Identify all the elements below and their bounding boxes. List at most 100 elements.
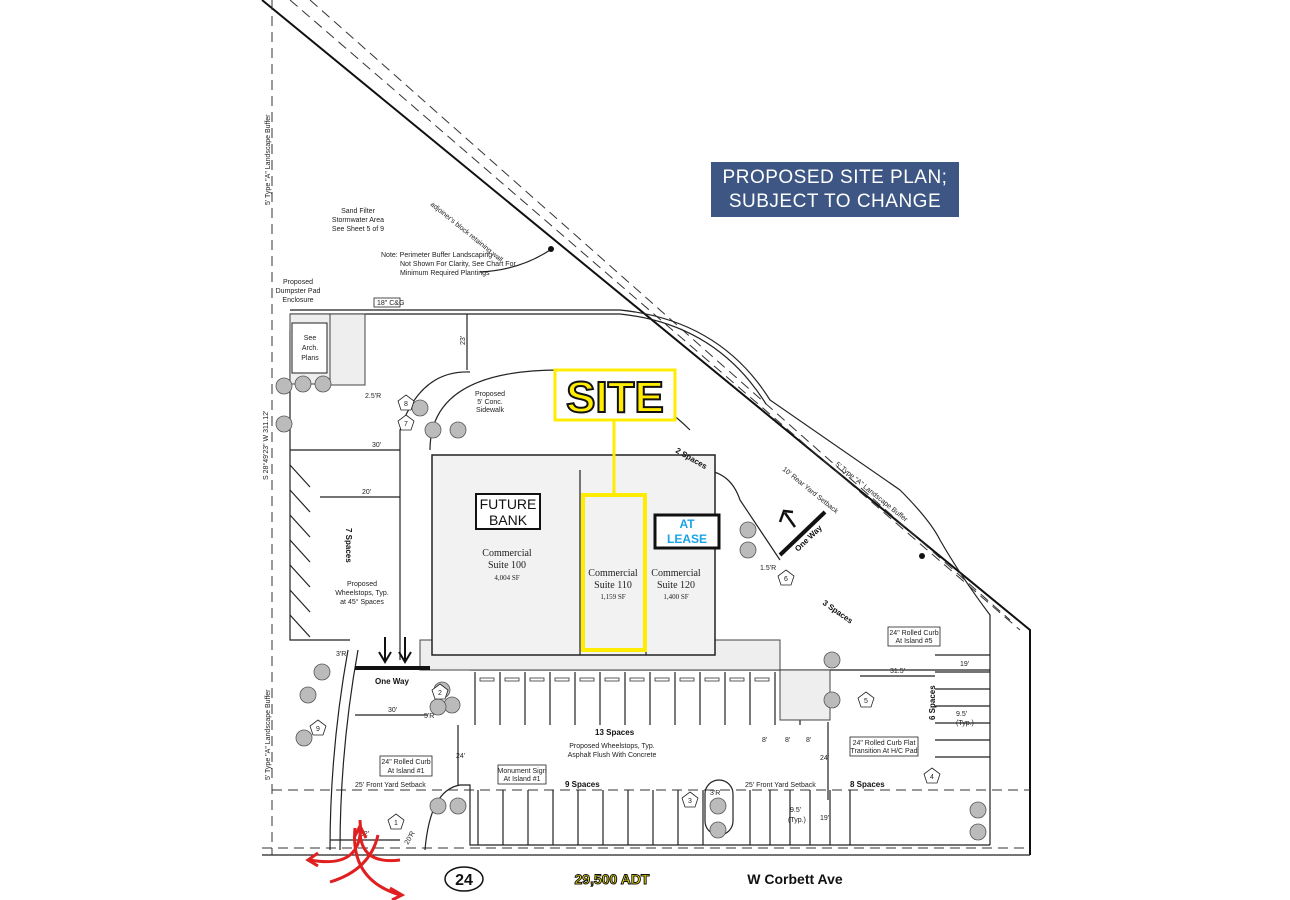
tree-icon [314, 375, 332, 393]
wheelstop [704, 677, 720, 682]
tree-icon [275, 415, 293, 433]
wheelstop [529, 677, 545, 682]
svg-text:30': 30' [388, 707, 397, 714]
spaces-8: 8 Spaces [850, 780, 885, 789]
tree-icon [449, 421, 467, 439]
tree-icon [739, 521, 757, 539]
svg-text:9.5': 9.5' [956, 711, 967, 718]
spaces-7: 7 Spaces [344, 528, 353, 563]
wheelstop [754, 677, 770, 682]
svg-text:31.5': 31.5' [890, 668, 905, 675]
traffic-count: 29,500 ADT [575, 871, 650, 887]
future-bank-box [475, 493, 541, 530]
tree-icon [709, 821, 727, 839]
tree-icon [275, 377, 293, 395]
svg-text:8': 8' [762, 737, 767, 744]
spaces-13: 13 Spaces [595, 728, 635, 737]
svg-text:20'R: 20'R [404, 830, 417, 846]
island-number: 1 [394, 820, 398, 827]
spaces-3: 3 Spaces [821, 598, 855, 626]
svg-text:24': 24' [820, 755, 829, 762]
tree-icon [969, 823, 987, 841]
svg-text:20': 20' [362, 489, 371, 496]
building [431, 454, 716, 656]
wheelstop [654, 677, 670, 682]
island-number: 6 [784, 576, 788, 583]
stall-line [289, 589, 311, 613]
tree-icon [823, 691, 841, 709]
tree-icon [429, 797, 447, 815]
island-marker-icon [923, 767, 941, 784]
svg-text:30': 30' [372, 442, 381, 449]
island-marker-icon [309, 719, 327, 736]
island-marker-icon [397, 394, 415, 411]
stall-line [289, 539, 311, 563]
island-number: 7 [404, 421, 408, 428]
buffer-left-top-label: 5' Type "A" Landscape Buffer [265, 114, 272, 205]
stall-line [289, 564, 311, 588]
tree-icon [295, 729, 313, 747]
svg-text:(Typ.): (Typ.) [956, 720, 974, 727]
island-marker-icon [681, 791, 699, 808]
bearing-label: S 28°49'23" W 311.12' [262, 411, 270, 480]
svg-text:(Typ.): (Typ.) [788, 817, 806, 824]
svg-text:24': 24' [456, 753, 465, 760]
wheelstop [604, 677, 620, 682]
island-marker-icon [777, 569, 795, 586]
svg-text:23': 23' [460, 336, 467, 345]
proposed-site-plan-banner: PROPOSED SITE PLAN; SUBJECT TO CHANGE [711, 162, 959, 217]
trees [275, 375, 987, 841]
banner-line-1: PROPOSED SITE PLAN; [722, 167, 948, 188]
cg-label: 18" C&G [377, 300, 404, 307]
island-number: 4 [930, 774, 934, 781]
svg-text:19': 19' [960, 661, 969, 668]
island-number: 2 [438, 690, 442, 697]
tree-icon [313, 663, 331, 681]
tree-icon [739, 541, 757, 559]
site-label: SITE [566, 373, 664, 422]
street-name: W Corbett Ave [747, 871, 843, 887]
tree-icon [709, 797, 727, 815]
route-shield [444, 866, 484, 892]
stall-line [289, 489, 311, 513]
at-lease-box [653, 513, 721, 550]
island-marker-icon [387, 813, 405, 830]
spaces-6: 6 Spaces [928, 685, 937, 720]
wheelstop [729, 677, 745, 682]
wheelstop [504, 677, 520, 682]
access-arrows [305, 819, 406, 900]
wheelstop [479, 677, 495, 682]
island-number: 3 [688, 798, 692, 805]
spaces-9: 9 Spaces [565, 780, 600, 789]
tree-icon [299, 686, 317, 704]
property-boundary [261, 0, 1031, 856]
parking-stalls [289, 464, 990, 845]
route-number: 24 [455, 872, 473, 889]
svg-text:3'R: 3'R [710, 790, 720, 797]
svg-text:8': 8' [806, 737, 811, 744]
rear-setback-label: 10' Rear Yard Setback [781, 466, 840, 516]
wheelstop [629, 677, 645, 682]
svg-text:3'R: 3'R [336, 651, 346, 658]
svg-text:9.5': 9.5' [790, 807, 801, 814]
svg-text:1.5'R: 1.5'R [760, 565, 776, 572]
island-number: 9 [316, 726, 320, 733]
svg-text:2.5'R: 2.5'R [365, 393, 381, 400]
tree-icon [823, 651, 841, 669]
banner-line-2: SUBJECT TO CHANGE [728, 191, 942, 212]
